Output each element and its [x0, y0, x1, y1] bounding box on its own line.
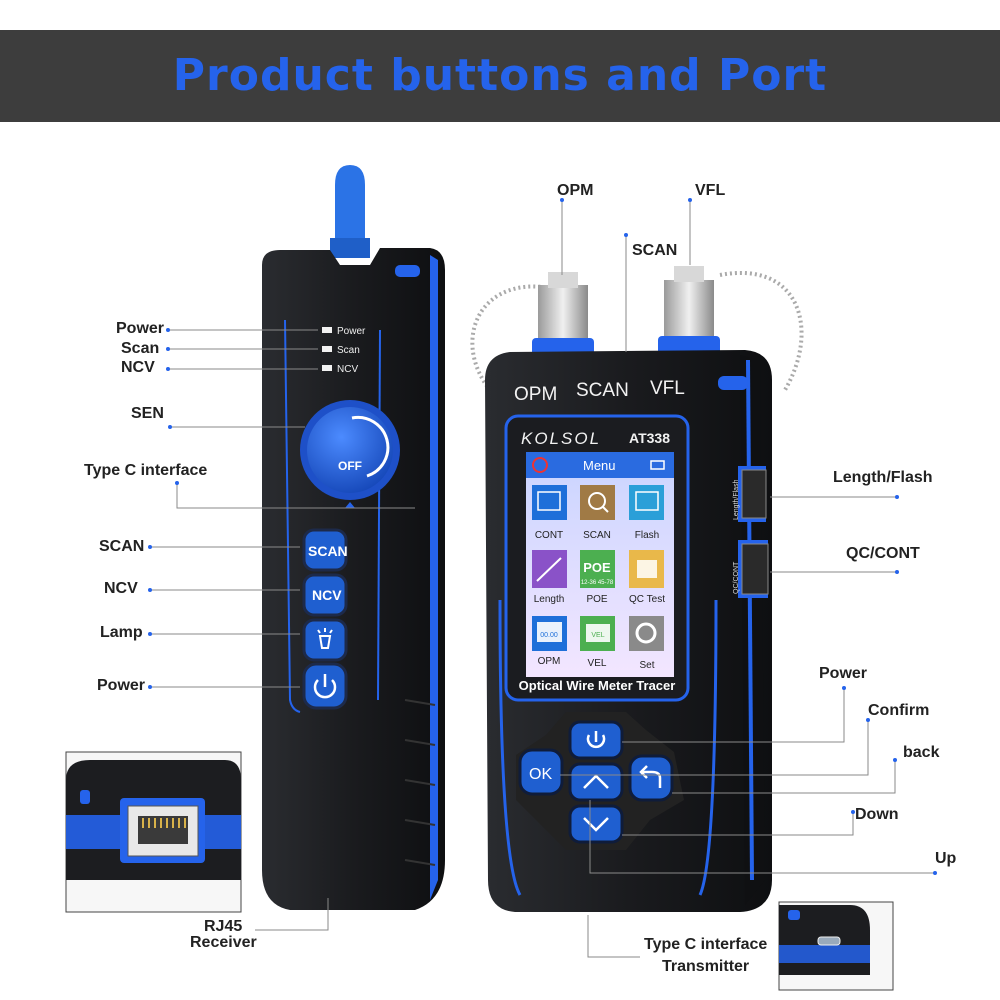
down-button	[568, 804, 624, 844]
model-name: AT338	[629, 430, 670, 446]
power-icon	[313, 674, 337, 699]
vfl-connector	[664, 280, 714, 338]
callout-sen: SEN	[131, 405, 164, 422]
ok-button	[518, 748, 564, 796]
rj45-receiver-inset	[65, 751, 242, 913]
ok-button-label: OK	[529, 766, 552, 783]
callout-up: Up	[935, 850, 957, 867]
top-label-opm: OPM	[514, 384, 557, 405]
app-label-scan: SCAN	[583, 530, 611, 541]
ncv-button	[302, 573, 348, 617]
callout-vfl: VFL	[695, 182, 726, 199]
gear-icon	[635, 622, 657, 644]
app-label-length: Length	[534, 594, 565, 605]
lamp-button	[302, 618, 348, 662]
app-label-set: Set	[639, 660, 654, 671]
page-title: Product buttons and Port	[172, 50, 828, 101]
callout-confirm: Confirm	[868, 702, 930, 719]
side-port-label-length-flash: Length/Flash	[733, 479, 740, 520]
app-label-vel: VEL	[588, 658, 607, 669]
length-flash-port	[741, 469, 767, 519]
callout-qc-cont: QC/CONT	[846, 545, 920, 562]
receiver-device	[262, 165, 445, 910]
callout-transmitter: Transmitter	[662, 958, 750, 975]
vel-tile-readout: VEL	[591, 632, 604, 639]
transmitter-device	[470, 266, 804, 912]
title-banner	[0, 30, 1000, 122]
callout-ncv-button: NCV	[104, 580, 138, 597]
qc-cont-port	[741, 543, 769, 595]
side-port-label-qc-cont: QC/CONT	[733, 561, 740, 594]
callout-scan-led: Scan	[121, 340, 160, 357]
back-arrow-icon	[642, 770, 662, 788]
callout-opm: OPM	[557, 182, 594, 199]
poe-tile-title: POE	[583, 560, 611, 575]
scan-button-label: SCAN	[308, 543, 348, 559]
rj45-icon	[637, 560, 657, 578]
lamp-icon	[317, 628, 333, 649]
usb-c-port	[817, 936, 841, 946]
callout-length-flash: Length/Flash	[833, 469, 933, 486]
app-label-flash: Flash	[635, 530, 659, 541]
opm-connector	[538, 285, 588, 340]
opm-tile-readout: 00.00	[540, 632, 558, 639]
port-flash-icon	[635, 491, 659, 511]
power-icon	[586, 734, 606, 749]
app-label-qc-test: QC Test	[629, 594, 665, 605]
chevron-down-icon	[583, 817, 609, 832]
brand-logo: KOLSOL	[521, 429, 601, 448]
callout-power-led: Power	[116, 320, 165, 337]
type-c-transmitter-inset	[778, 901, 894, 991]
callout-scan-button: SCAN	[99, 538, 145, 555]
callout-lines	[148, 198, 937, 958]
callout-rj45: RJ45	[204, 918, 243, 935]
callout-type-c-transmitter: Type C interface	[644, 936, 768, 953]
clock-icon	[532, 457, 548, 473]
app-label-poe: POE	[586, 594, 607, 605]
callout-ncv-led: NCV	[121, 359, 155, 376]
app-label-cont: CONT	[535, 530, 563, 541]
top-label-scan: SCAN	[576, 380, 629, 401]
app-tiles	[532, 485, 664, 651]
top-label-vfl: VFL	[650, 378, 685, 399]
callout-lamp: Lamp	[100, 624, 143, 641]
cable-test-icon	[537, 491, 561, 511]
power-meter-icon	[537, 622, 562, 642]
scan-button	[302, 528, 348, 572]
callout-power: Power	[819, 665, 868, 682]
tagline: Optical Wire Meter Tracer	[519, 678, 676, 693]
antenna	[335, 165, 365, 245]
up-button	[568, 762, 624, 802]
vfl-icon	[586, 624, 610, 642]
callout-scan: SCAN	[632, 242, 678, 259]
receiver-body	[262, 248, 445, 910]
callout-type-c-receiver: Type C interface	[84, 462, 208, 479]
led-label-power: Power	[337, 326, 366, 337]
callout-down: Down	[855, 806, 899, 823]
screen-title: Menu	[583, 458, 616, 473]
callout-power-button: Power	[97, 677, 146, 694]
back-button	[628, 754, 674, 802]
app-label-opm: OPM	[538, 656, 561, 667]
search-icon	[588, 492, 606, 510]
chevron-up-icon	[583, 774, 609, 789]
callout-receiver: Receiver	[190, 934, 257, 951]
callout-back: back	[903, 744, 940, 761]
poe-tile-sub: 12-36 45-78	[581, 580, 614, 586]
ncv-button-label: NCV	[312, 587, 342, 603]
ruler-icon	[536, 557, 562, 582]
led-label-scan: Scan	[337, 345, 360, 356]
led-label-ncv: NCV	[337, 364, 358, 375]
battery-icon	[650, 460, 665, 470]
dial-label: OFF	[338, 459, 362, 473]
